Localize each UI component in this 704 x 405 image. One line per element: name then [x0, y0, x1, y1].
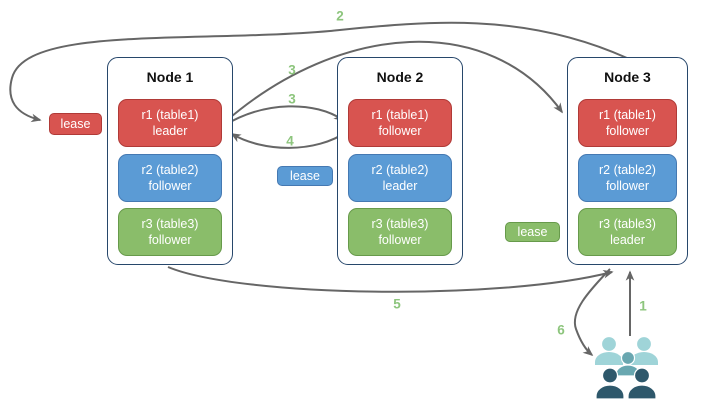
node3-replica-r1: r1 (table1) follower — [578, 99, 677, 147]
lease-badge-table2: lease — [277, 166, 333, 186]
arrow-step5-node1-to-node3 — [167, 266, 614, 293]
node2-card: Node 2 r1 (table1) follower r2 (table2) … — [337, 57, 463, 265]
step-label-3-upper: 3 — [288, 62, 296, 78]
node1-replica-r2: r2 (table2) follower — [118, 154, 222, 202]
node3-replica-r3: r3 (table3) leader — [578, 208, 677, 256]
replica-role: follower — [605, 124, 650, 138]
step-label-2: 2 — [336, 8, 344, 24]
replica-role: follower — [605, 179, 650, 193]
node1-replica-r3: r3 (table3) follower — [118, 208, 222, 256]
replica-name: r3 (table3) — [141, 217, 199, 231]
replica-role: follower — [378, 233, 422, 247]
replica-role: leader — [152, 124, 188, 138]
node2-replica-r3: r3 (table3) follower — [348, 208, 452, 256]
replica-role: follower — [378, 124, 422, 138]
replica-name: r1 (table1) — [371, 108, 429, 122]
arrow-step4-node2-ack-to-leader — [230, 130, 349, 149]
node2-replica-r2: r2 (table2) leader — [348, 154, 452, 202]
step-label-6: 6 — [557, 322, 565, 338]
node3-title: Node 3 — [604, 69, 651, 85]
replica-name: r1 (table1) — [141, 108, 199, 122]
arrow-step3-leader-to-node3-follower — [224, 40, 563, 123]
replica-name: r2 (table2) — [371, 163, 429, 177]
step-label-5: 5 — [393, 296, 401, 312]
node3-card: Node 3 r1 (table1) follower r2 (table2) … — [567, 57, 688, 265]
replica-name: r3 (table3) — [599, 217, 656, 231]
replica-name: r3 (table3) — [371, 217, 429, 231]
arrow-step3-leader-to-node2-follower — [224, 105, 345, 126]
node2-replica-r1: r1 (table1) follower — [348, 99, 452, 147]
replica-role: leader — [382, 179, 418, 193]
step-label-4: 4 — [286, 133, 294, 149]
replica-role: follower — [148, 233, 192, 247]
lease-badge-table3: lease — [505, 222, 560, 242]
lease-badge-table1: lease — [49, 113, 102, 135]
arrow-step2-node3-to-lease — [9, 21, 628, 123]
arrow-step6-node3-to-client — [573, 268, 611, 357]
step-label-1: 1 — [639, 298, 647, 314]
replica-name: r1 (table1) — [599, 108, 656, 122]
replica-role: follower — [148, 179, 192, 193]
node2-title: Node 2 — [376, 69, 424, 85]
step-label-3-lower: 3 — [288, 91, 296, 107]
replica-name: r2 (table2) — [599, 163, 656, 177]
replica-role: leader — [610, 233, 645, 247]
node1-replica-r1: r1 (table1) leader — [118, 99, 222, 147]
node3-replica-r2: r2 (table2) follower — [578, 154, 677, 202]
node1-title: Node 1 — [146, 69, 194, 85]
node1-card: Node 1 r1 (table1) leader r2 (table2) fo… — [107, 57, 233, 265]
users-group-icon — [595, 335, 658, 400]
replica-name: r2 (table2) — [141, 163, 199, 177]
